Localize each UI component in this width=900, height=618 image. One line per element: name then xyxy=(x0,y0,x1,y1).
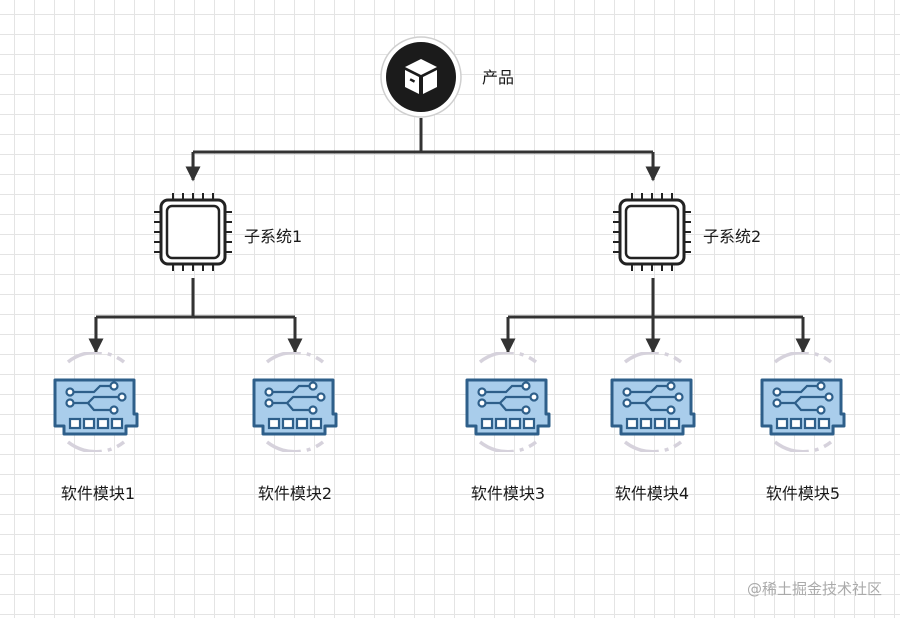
module-2-label: 软件模块2 xyxy=(257,484,333,503)
chip-icon xyxy=(612,192,692,272)
box-icon xyxy=(380,36,462,118)
circuit-board-icon xyxy=(610,352,696,452)
watermark: @稀土掘金技术社区 xyxy=(746,580,882,598)
module-5-label: 软件模块5 xyxy=(765,484,841,503)
subsystem-1-label: 子系统1 xyxy=(244,227,303,246)
module-1-label: 软件模块1 xyxy=(60,484,136,503)
circuit-board-icon xyxy=(53,352,139,452)
chip-icon xyxy=(153,192,233,272)
product-label: 产品 xyxy=(482,68,515,87)
circuit-board-icon xyxy=(465,352,551,452)
circuit-board-icon xyxy=(252,352,338,452)
subsystem-2-label: 子系统2 xyxy=(703,227,762,246)
connectors xyxy=(88,118,811,354)
module-3-label: 软件模块3 xyxy=(470,484,546,503)
module-4-label: 软件模块4 xyxy=(614,484,690,503)
circuit-board-icon xyxy=(760,352,846,452)
